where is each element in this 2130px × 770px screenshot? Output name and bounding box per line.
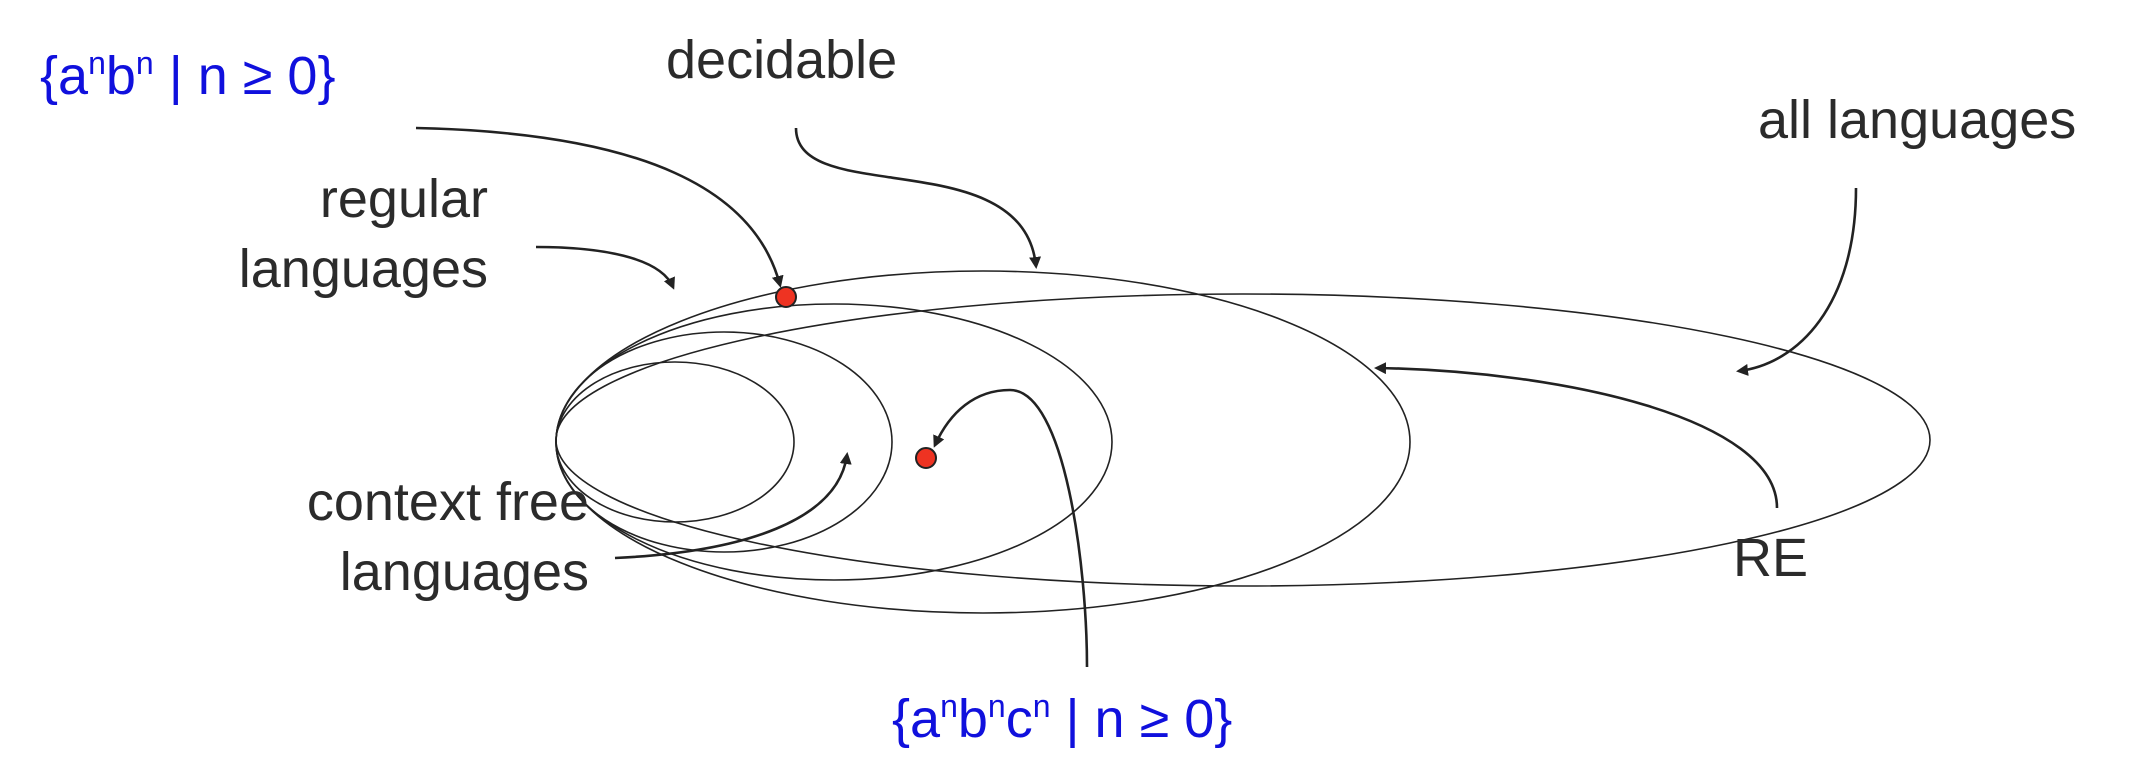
anbncn-example-dot <box>915 447 937 469</box>
decidable-label: decidable <box>666 30 897 90</box>
anbn-example-dot <box>775 286 797 308</box>
all-languages-ellipse <box>555 293 1931 587</box>
anbncn-pointer-arrow <box>933 388 1089 668</box>
context-free-label-line1: context free <box>307 472 589 532</box>
anbncn-label: {anbncn | n ≥ 0} <box>892 688 1232 749</box>
re-pointer-arrow <box>1374 362 1779 509</box>
anbn-pointer-arrow <box>415 126 784 288</box>
re-ellipse <box>555 270 1411 614</box>
all-languages-label: all languages <box>1758 90 2076 150</box>
regular-pointer-arrow <box>535 245 675 290</box>
anbn-label: {anbn | n ≥ 0} <box>40 45 336 106</box>
regular-label-line2: languages <box>239 239 488 299</box>
context-free-ellipse <box>555 331 893 553</box>
all-languages-pointer-arrow <box>1736 187 1858 376</box>
context-free-pointer-arrow <box>614 452 852 560</box>
context-free-label-line2: languages <box>340 542 589 602</box>
decidable-ellipse <box>555 303 1113 581</box>
regular-ellipse <box>555 361 795 523</box>
decidable-pointer-arrow <box>794 127 1042 269</box>
re-label: RE <box>1733 528 1808 588</box>
regular-label-line1: regular <box>320 169 488 229</box>
